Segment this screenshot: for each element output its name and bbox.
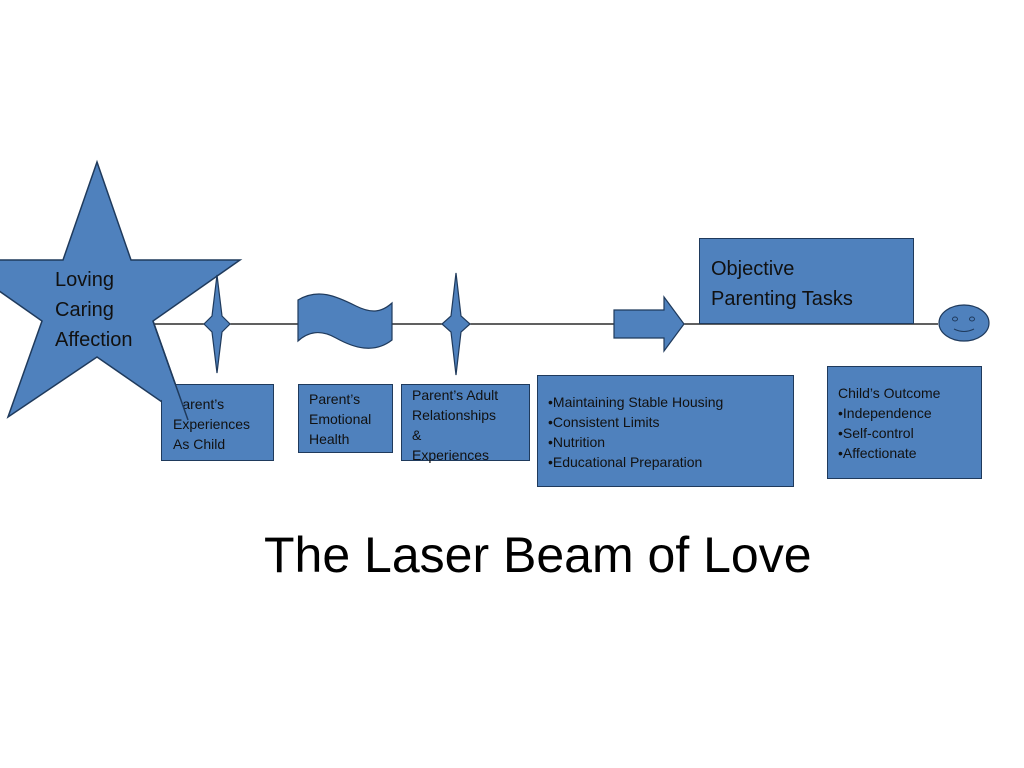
parents-adult-relationships-box: Parent’s Adult Relationships & Experienc… [401, 384, 530, 463]
star-line: Loving [55, 269, 114, 291]
task-item: •Maintaining Stable Housing [548, 394, 724, 410]
star-label: Loving Caring Affection [55, 265, 132, 355]
box-line: Emotional [309, 411, 372, 427]
outcome-item: Child’s Outcome [838, 385, 941, 401]
slide-title: The Laser Beam of Love [264, 527, 812, 583]
task-item: •Nutrition [548, 434, 606, 450]
task-item: •Consistent Limits [548, 414, 660, 430]
parents-emotional-health-box: Parent’s Emotional Health [298, 384, 393, 453]
parenting-tasks-list-box: •Maintaining Stable Housing •Consistent … [537, 375, 794, 487]
box-line: Parent’s Adult [412, 387, 499, 403]
box-line: Experiences [173, 416, 251, 432]
box-line: Parenting Tasks [711, 288, 853, 310]
arrow-shape [613, 295, 685, 353]
box-line: Objective [711, 258, 795, 280]
smiley-face-icon [938, 304, 990, 342]
four-point-star-1 [203, 274, 231, 374]
box-line: & [412, 427, 422, 443]
box-line: As Child [173, 436, 226, 452]
outcome-item: •Independence [838, 405, 932, 421]
star-line: Caring [55, 299, 114, 321]
task-item: •Educational Preparation [548, 454, 703, 470]
star-line: Affection [55, 329, 133, 351]
box-line: Health [309, 431, 350, 447]
box-line: Experiences [412, 447, 490, 463]
objective-parenting-tasks-box: Objective Parenting Tasks [699, 238, 914, 324]
star-shape [0, 159, 243, 422]
box-line: Parent’s [309, 391, 361, 407]
wave-flag-shape [297, 293, 393, 349]
box-line: Relationships [412, 407, 497, 423]
outcome-item: •Affectionate [838, 445, 917, 461]
box-line: Parent’s [173, 396, 225, 412]
parents-experiences-box: Parent’s Experiences As Child [161, 384, 274, 461]
four-point-star-2 [441, 272, 471, 376]
outcome-item: •Self-control [838, 425, 914, 441]
childs-outcome-box: Child’s Outcome •Independence •Self-cont… [827, 366, 982, 479]
